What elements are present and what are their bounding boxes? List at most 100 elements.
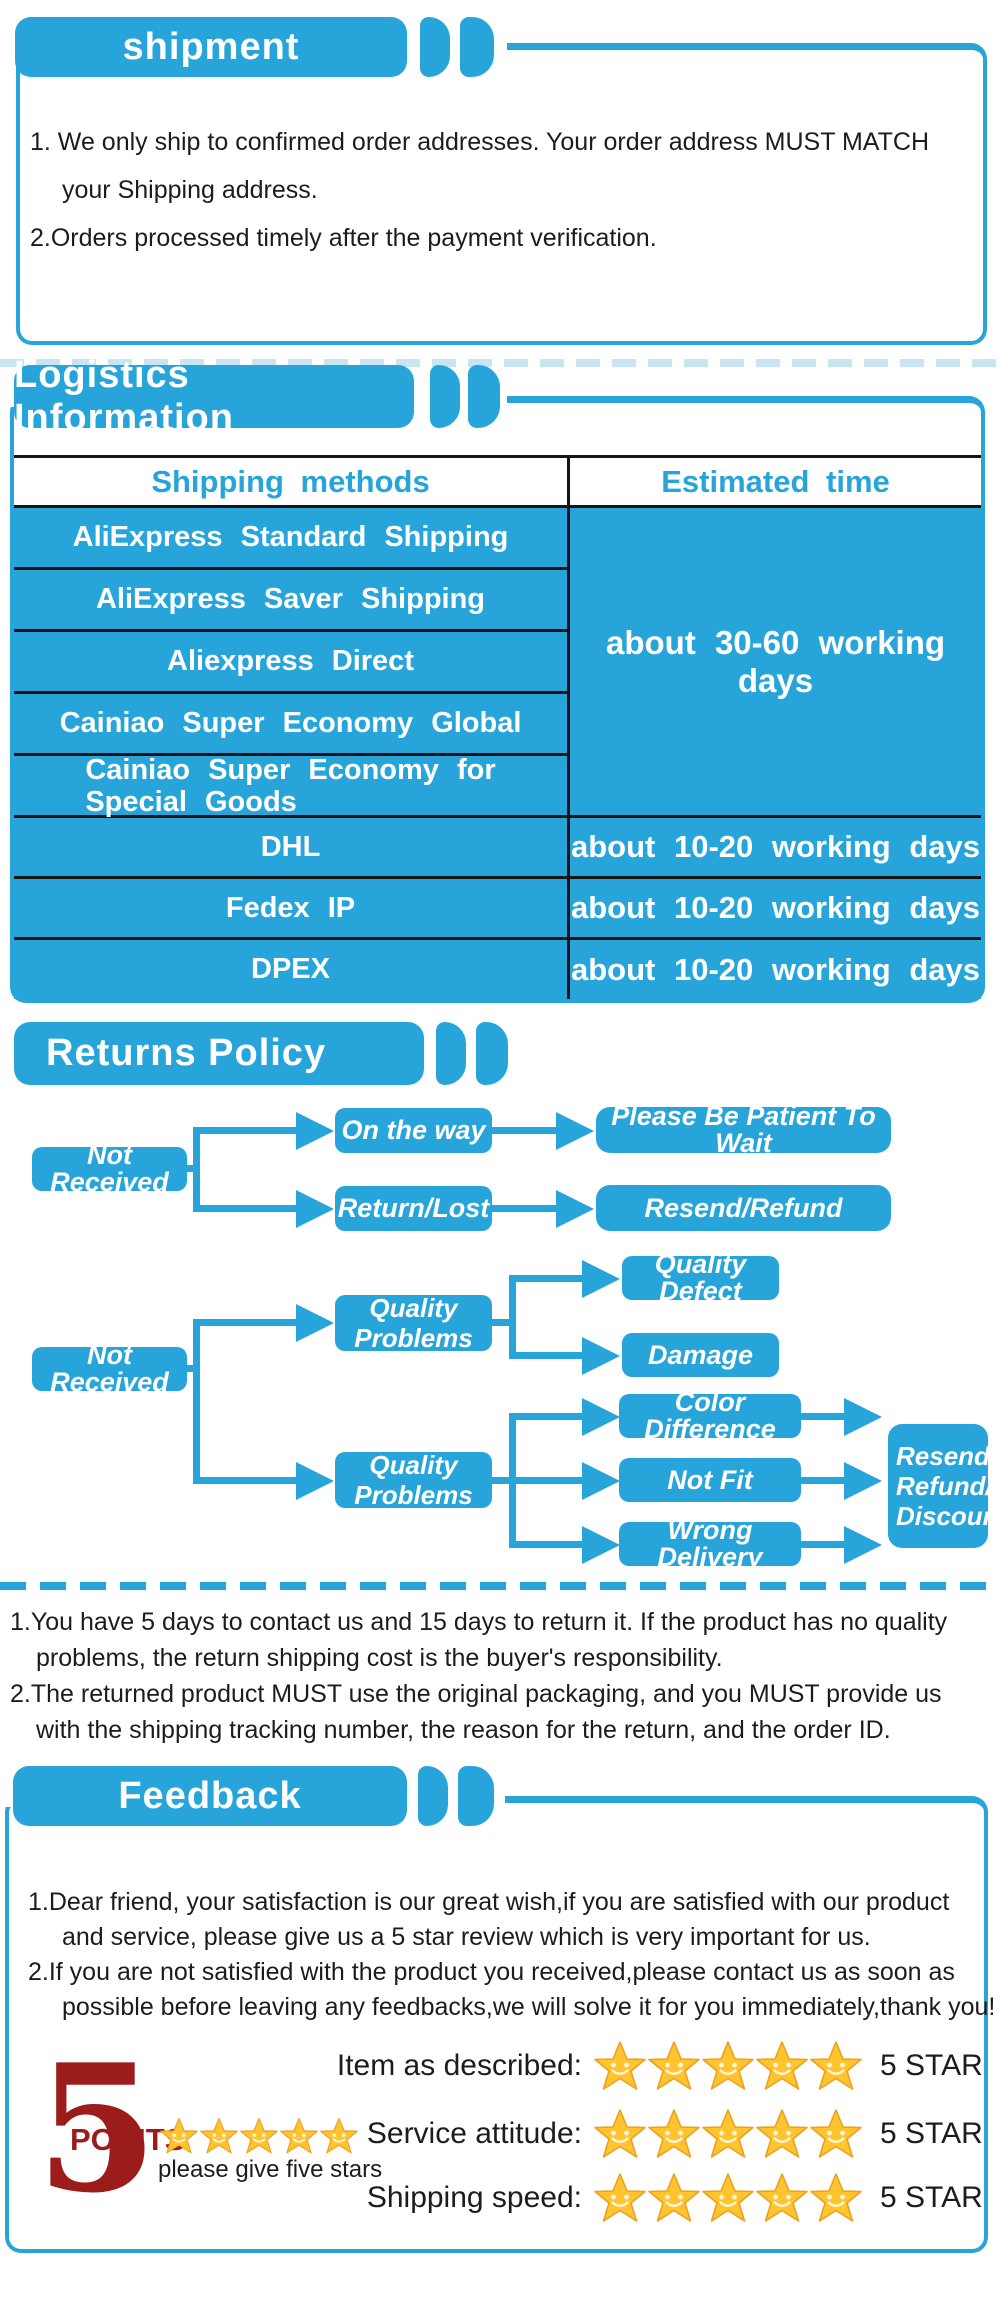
flow-connector bbox=[516, 1477, 584, 1484]
star-icon bbox=[702, 2109, 754, 2158]
returns-note-3: 2.The returned product MUST use the orig… bbox=[10, 1680, 942, 1708]
arrow-right-icon bbox=[582, 1526, 620, 1564]
shipment-text-2: your Shipping address. bbox=[62, 176, 318, 204]
returns-title: Returns Policy bbox=[46, 1032, 327, 1074]
header-accent-icon bbox=[436, 1022, 466, 1085]
flow-box-wrong-delivery: Wrong Delivery bbox=[619, 1517, 801, 1571]
table-row-method: Aliexpress Direct bbox=[14, 632, 570, 694]
table-row-method: AliExpress Standard Shipping bbox=[14, 508, 570, 570]
star-icon bbox=[160, 2117, 198, 2154]
arrow-right-icon bbox=[296, 1462, 334, 1500]
star-icon bbox=[756, 2173, 808, 2222]
feedback-text-3: 2.If you are not satisfied with the prod… bbox=[28, 1958, 955, 1986]
flow-box-not-received-1: Not Received bbox=[32, 1142, 187, 1196]
rating-value-service: 5 STAR bbox=[880, 2117, 983, 2150]
flow-connector bbox=[492, 1127, 556, 1134]
table-row-time: about 10-20 working days bbox=[570, 818, 981, 879]
table-row-method-text: Cainiao Super Economy for Special Goods bbox=[85, 753, 496, 818]
flow-connector bbox=[516, 1413, 584, 1420]
header-accent-icon bbox=[476, 1022, 508, 1085]
flow-connector bbox=[193, 1319, 200, 1484]
arrow-right-icon bbox=[582, 1398, 620, 1436]
arrow-right-icon bbox=[844, 1462, 882, 1500]
arrow-right-icon bbox=[556, 1190, 594, 1228]
star-icon bbox=[810, 2173, 862, 2222]
flow-box-not-fit: Not Fit bbox=[619, 1458, 801, 1502]
star-icon bbox=[702, 2041, 754, 2090]
table-row-time: about 10-20 working days bbox=[570, 940, 981, 999]
star-icon bbox=[648, 2041, 700, 2090]
returns-note-4: with the shipping tracking number, the r… bbox=[36, 1716, 891, 1744]
star-icon bbox=[320, 2117, 358, 2154]
arrow-right-icon bbox=[582, 1337, 620, 1375]
dashed-divider bbox=[0, 1582, 1000, 1590]
feedback-text-1: 1.Dear friend, your satisfaction is our … bbox=[28, 1888, 950, 1916]
flow-connector bbox=[196, 1477, 296, 1484]
feedback-title: Feedback bbox=[118, 1774, 302, 1817]
flow-connector bbox=[196, 1319, 296, 1326]
feedback-text-2: and service, please give us a 5 star rev… bbox=[62, 1923, 871, 1951]
header-accent-icon bbox=[460, 17, 494, 77]
rating-stars-service bbox=[594, 2108, 862, 2160]
rating-value-shipping: 5 STAR bbox=[880, 2181, 983, 2214]
flow-connector bbox=[509, 1275, 516, 1359]
flow-connector bbox=[516, 1541, 584, 1548]
arrow-right-icon bbox=[296, 1304, 334, 1342]
star-icon bbox=[280, 2117, 318, 2154]
feedback-text-4: possible before leaving any feedbacks,we… bbox=[62, 1993, 996, 2021]
flow-box-not-received-2: Not Received bbox=[32, 1342, 187, 1396]
star-icon bbox=[594, 2041, 646, 2090]
shipment-title: shipment bbox=[122, 25, 300, 68]
light-dashed-divider bbox=[0, 359, 1000, 367]
table-merged-time: about 30-60 working days bbox=[570, 508, 981, 818]
logistics-title: Logistics Information bbox=[14, 353, 234, 439]
five-points-caption: please give five stars bbox=[158, 2156, 383, 2183]
flow-box-on-the-way: On the way bbox=[335, 1108, 492, 1153]
table-row-method: AliExpress Saver Shipping bbox=[14, 570, 570, 632]
five-points-stars bbox=[160, 2117, 358, 2155]
shipment-header: shipment bbox=[15, 17, 407, 77]
flow-box-be-patient: Please Be Patient To Wait bbox=[596, 1103, 891, 1157]
table-header-time: Estimated time bbox=[570, 458, 981, 508]
shipment-text-1: 1. We only ship to confirmed order addre… bbox=[30, 128, 929, 156]
rating-value-item: 5 STAR bbox=[880, 2049, 983, 2082]
flow-connector bbox=[196, 1127, 296, 1134]
star-icon bbox=[756, 2109, 808, 2158]
star-icon bbox=[702, 2173, 754, 2222]
table-row-method: DHL bbox=[14, 818, 570, 879]
flow-box-resend-refund-discount: Resend/ Refund/ Discount bbox=[888, 1424, 1000, 1548]
flow-connector bbox=[187, 1165, 197, 1172]
returns-note-1: 1.You have 5 days to contact us and 15 d… bbox=[10, 1608, 948, 1636]
arrow-right-icon bbox=[582, 1462, 620, 1500]
arrow-right-icon bbox=[844, 1526, 882, 1564]
returns-note-2: problems, the return shipping cost is th… bbox=[36, 1644, 723, 1672]
rating-label-item: Item as described: bbox=[336, 2049, 582, 2082]
shipment-text-3: 2.Orders processed timely after the paym… bbox=[30, 224, 657, 252]
flow-box-quality-problems-2: Quality Problems bbox=[335, 1450, 492, 1510]
arrow-right-icon bbox=[296, 1112, 334, 1150]
flow-box-quality-defect: Quality Defect bbox=[622, 1251, 779, 1305]
header-accent-icon bbox=[430, 365, 460, 428]
arrow-right-icon bbox=[296, 1190, 334, 1228]
rating-label-service: Service attitude: bbox=[366, 2117, 582, 2150]
returns-header: Returns Policy bbox=[14, 1022, 424, 1085]
table-row-time: about 10-20 working days bbox=[570, 879, 981, 940]
star-icon bbox=[648, 2173, 700, 2222]
flow-connector bbox=[801, 1413, 846, 1420]
logistics-header: Logistics Information bbox=[14, 354, 414, 439]
flow-connector bbox=[187, 1365, 197, 1372]
header-accent-icon bbox=[418, 1766, 448, 1826]
flow-connector bbox=[492, 1319, 516, 1326]
logistics-panel: Shipping methods Estimated time AliExpre… bbox=[10, 396, 985, 1003]
header-accent-icon bbox=[420, 17, 450, 77]
table-row-method: Cainiao Super Economy Global bbox=[14, 694, 570, 756]
star-icon bbox=[756, 2041, 808, 2090]
rating-stars-item bbox=[594, 2040, 862, 2092]
feedback-header: Feedback bbox=[13, 1766, 407, 1826]
table-row-method: DPEX bbox=[14, 940, 570, 999]
star-icon bbox=[810, 2109, 862, 2158]
table-header-methods: Shipping methods bbox=[14, 458, 570, 508]
header-accent-icon bbox=[458, 1766, 494, 1826]
star-icon bbox=[240, 2117, 278, 2154]
